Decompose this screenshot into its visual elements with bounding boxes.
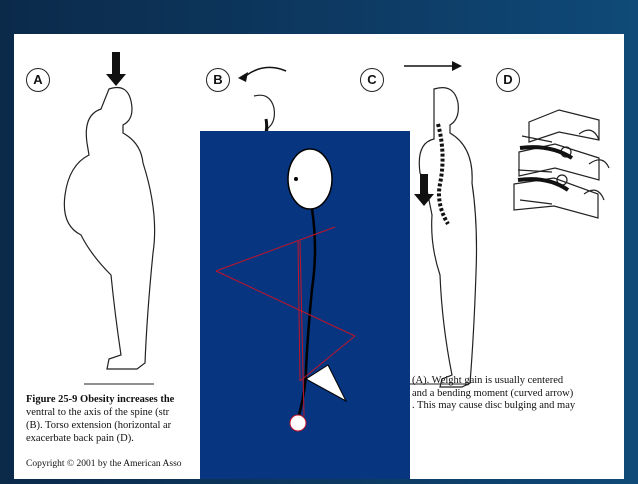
pivot-circle: [289, 414, 307, 432]
figure-illustration: [63, 52, 610, 388]
figure-b-body: [245, 94, 275, 147]
force-lines: [215, 226, 356, 417]
vertebrae-icon: [513, 109, 610, 219]
caption-right-line-2: and a bending moment (curved arrow): [412, 387, 574, 399]
spine-icon: [436, 123, 450, 226]
figure-caption-right: (A). Weight gain is usually centered and…: [412, 375, 612, 413]
figure-a-body: [63, 86, 156, 370]
caption-right-line-1: (A). Weight gain is usually centered: [412, 375, 564, 386]
spine-balance-diagram: [200, 131, 410, 479]
balance-diagram-svg: [215, 148, 356, 432]
eye-dot: [294, 177, 298, 181]
caption-line-3: (B). Torso extension (horizontal ar: [26, 420, 172, 431]
spine-line: [296, 208, 317, 420]
panel-label-d: D: [496, 68, 520, 92]
caption-line-4: exacerbate back pain (D).: [26, 433, 134, 444]
down-arrow-icon: [106, 52, 126, 86]
caption-line-1: Figure 25-9 Obesity increases the: [26, 394, 175, 405]
copyright-notice: Copyright © 2001 by the American Asso: [26, 459, 182, 469]
caption-line-2: ventral to the axis of the spine (str: [26, 407, 170, 418]
curved-arrow-icon: [241, 66, 287, 80]
figure-caption: Figure 25-9 Obesity increases the ventra…: [26, 393, 616, 445]
figure-c-body: [418, 87, 478, 388]
caption-right-line-3: . This may cause disc bulging and may: [412, 400, 576, 411]
panel-label-c: C: [360, 68, 384, 92]
panel-label-b: B: [206, 68, 230, 92]
down-arrow-c-icon: [414, 174, 434, 206]
panel-label-a: A: [26, 68, 50, 92]
wedge-shape: [305, 364, 348, 403]
head-shape: [287, 148, 333, 210]
